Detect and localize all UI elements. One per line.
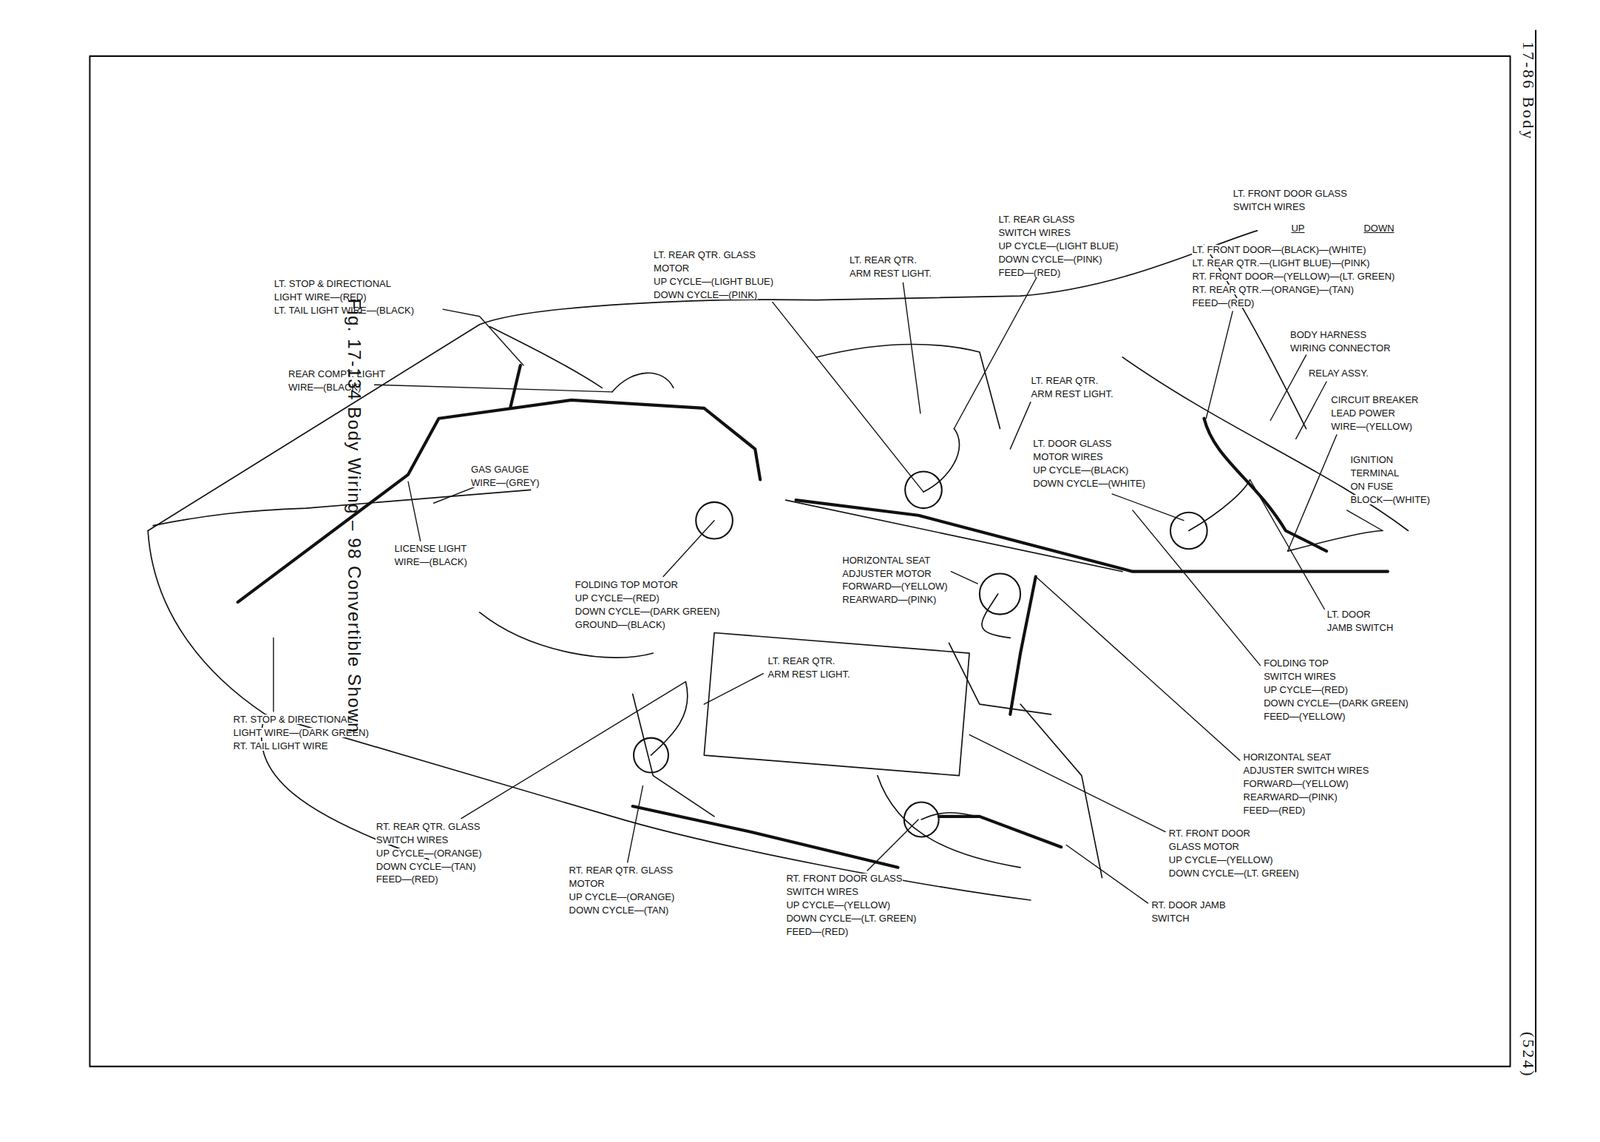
callout-label: RT. STOP & DIRECTIONAL [232,714,354,724]
leader-lines [273,273,1383,903]
callout-label: MOTOR [568,878,606,888]
callout-label: SWITCH WIRES [785,886,860,897]
callout-label: FORWARD—(YELLOW) [841,581,948,591]
callout-label: WIRING CONNECTOR [1289,343,1392,353]
callout-label: FORWARD—(YELLOW) [1242,778,1350,789]
callout-label: REAR COMPT. LIGHT [287,368,386,379]
callout-label: LT. REAR QTR. GLASS [652,249,757,260]
callout-label: FEED—(RED) [997,267,1061,278]
callout-label: ARM REST LIGHT. [1030,388,1115,399]
callout-label: LT. REAR QTR.—(LIGHT BLUE)—(PINK) [1191,258,1371,268]
callout-label: FOLDING TOP [1262,658,1330,668]
callout-label: UP CYCLE—(LIGHT BLUE) [652,276,775,287]
callout-label: ON FUSE [1349,481,1394,491]
callout-label: DOWN CYCLE—(DARK GREEN) [1262,697,1410,708]
callout-label: GLASS MOTOR [1168,841,1240,852]
callout-label: RT. REAR QTR. GLASS [568,865,675,875]
callout-label: DOWN CYCLE—(TAN) [568,904,670,915]
callout-label: WIRE—(YELLOW) [1330,421,1413,432]
callout-label: LT. STOP & DIRECTIONAL [273,278,392,289]
callout-label: UP CYCLE—(YELLOW) [785,899,891,910]
callout-label: DOWN CYCLE—(PINK) [997,254,1103,264]
callout-label: SWITCH WIRES [1262,671,1337,681]
car-outline [147,230,1408,900]
callout-label: RT. FRONT DOOR—(YELLOW)—(LT. GREEN) [1191,271,1396,281]
callout-label: HORIZONTAL SEAT [1242,751,1333,762]
callout-label: FEED—(RED) [375,873,440,884]
callout-label: UP CYCLE—(RED) [574,592,661,603]
callout-label: DOWN CYCLE—(PINK) [652,289,758,300]
callout-label: UP CYCLE—(YELLOW) [1168,854,1274,865]
figure-caption: Fig. 17-134 Body Wiring – 98 Convertible… [345,298,364,734]
callout-label: FEED—(YELLOW) [1262,711,1347,721]
callout-label: RELAY ASSY. [1307,368,1370,378]
page-header: (524) [1520,1030,1537,1079]
callout-label: HORIZONTAL SEAT [841,555,931,565]
callout-label: DOWN CYCLE—(LT. GREEN) [785,913,917,923]
callout-label: SWITCH WIRES [375,834,450,845]
callout-label: RT. REAR QTR.—(ORANGE)—(TAN) [1191,284,1355,295]
page-header: 17-86 Body [1520,40,1537,142]
callout-label: TERMINAL [1349,468,1400,478]
callout-label: MOTOR [652,263,690,273]
callout-label: LEAD POWER [1330,408,1396,418]
callout-label: UP CYCLE—(RED) [1262,684,1349,695]
callout-label: RT. DOOR JAMB [1150,899,1226,910]
callout-label: LICENSE LIGHT [394,543,469,554]
callout-label: LT. REAR GLASS [997,214,1076,225]
callout-label: GAS GAUGE [470,464,530,474]
callout-label: ADJUSTER SWITCH WIRES [1242,765,1371,775]
callout-label: DOWN CYCLE—(DARK GREEN) [574,606,721,616]
callout-label: CIRCUIT BREAKER [1330,394,1419,405]
callout-label: BLOCK—(WHITE) [1349,494,1431,505]
callout-label: JAMB SWITCH [1326,622,1395,633]
callout-label: ARM REST LIGHT. [767,669,852,679]
callout-label: LT. FRONT DOOR GLASS [1232,188,1348,199]
callout-label: SWITCH [1150,913,1190,923]
callout-label: SWITCH WIRES [1232,201,1307,212]
callout-label: LT. REAR QTR. [767,655,837,666]
callout-label: REARWARD—(PINK) [1242,791,1339,802]
callout-label: REARWARD—(PINK) [841,594,937,605]
callout-label: DOWN [1362,223,1395,233]
callout-label: FOLDING TOP MOTOR [574,579,679,590]
callout-label: MOTOR WIRES [1032,451,1104,462]
callout-label: UP CYCLE—(ORANGE) [375,848,483,858]
callout-label: GROUND—(BLACK) [574,619,667,630]
callout-label: DOWN CYCLE—(LT. GREEN) [1168,868,1300,878]
callout-label: LT. REAR QTR. [848,255,918,265]
callout-label: FEED—(RED) [785,926,849,937]
callout-label: DOWN CYCLE—(TAN) [375,861,477,871]
callout-label: FEED—(RED) [1242,805,1307,815]
branch-wires [612,372,1383,820]
callout-label: IGNITION [1349,454,1394,465]
margin-rule [1534,30,1537,1071]
callout-label: LT. DOOR GLASS [1032,438,1113,449]
callout-label: ARM REST LIGHT. [848,268,933,279]
page-frame [89,56,1510,1067]
callout-label: UP CYCLE—(BLACK) [1032,465,1130,475]
callout-label: UP CYCLE—(ORANGE) [568,891,676,902]
callout-label: DOWN CYCLE—(WHITE) [1032,478,1147,488]
callout-label: LT. TAIL LIGHT WIRE—(BLACK) [273,305,415,315]
callout-label: LT. FRONT DOOR—(BLACK)—(WHITE) [1191,244,1368,255]
callout-label: RT. TAIL LIGHT WIRE [232,740,330,751]
callout-label: RT. FRONT DOOR GLASS [785,873,903,883]
callout-label: WIRE—(GREY) [470,477,540,488]
callout-label: RT. REAR QTR. GLASS [375,821,482,832]
callout-label: LT. REAR QTR. [1030,375,1100,386]
callout-label: RT. FRONT DOOR [1168,828,1252,838]
callout-label: LT. DOOR [1326,609,1372,619]
callout-label: UP [1290,223,1305,233]
wiring-harness [238,365,1388,868]
callout-label: BODY HARNESS [1289,329,1368,340]
callout-label: FEED—(RED) [1191,297,1256,308]
callout-label: UP CYCLE—(LIGHT BLUE) [997,241,1119,251]
callout-label: WIRE—(BLACK) [394,556,469,567]
callout-label: SWITCH WIRES [997,227,1072,238]
callout-label: ADJUSTER MOTOR [841,568,932,579]
